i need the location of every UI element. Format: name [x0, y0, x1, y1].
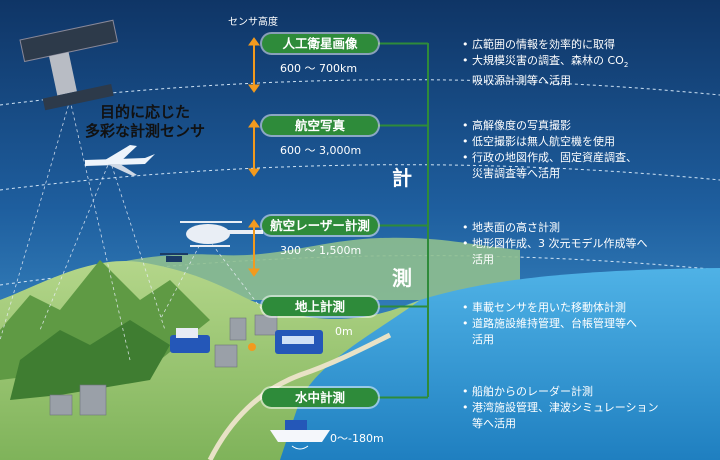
level-label-1: 人工衛星画像 [262, 34, 378, 53]
altitude-range-4: 0m [335, 325, 353, 338]
level-label-2: 航空写真 [262, 116, 378, 135]
side-label-char-2: 測 [392, 266, 412, 290]
description-line: 等へ活用 [472, 417, 516, 430]
description-line: 吸収源計測等へ活用 [472, 74, 571, 88]
description-line: 行政の地図作成、固定資産調査、 [462, 150, 637, 166]
survey-bus-illustration [275, 330, 323, 354]
satellite-illustration [19, 19, 119, 111]
description-line: 低空撮影は無人航空機を使用 [462, 134, 637, 150]
level-label-4: 地上計測 [262, 297, 378, 316]
diagram-caption: 目的に応じた 多彩な計測センサ [85, 103, 205, 141]
description-line: 地形図作成、3 次元モデル作成等へ [462, 236, 648, 252]
survey-car-illustration [170, 328, 210, 353]
description-line: 活用 [472, 333, 494, 346]
altitude-range-3: 300 ～ 1,500m [280, 244, 362, 257]
helicopter-illustration [180, 221, 263, 247]
caption-line-2: 多彩な計測センサ [85, 122, 206, 140]
level-label-3: 航空レーザー計測 [262, 216, 378, 235]
drone-illustration [160, 253, 188, 262]
altitude-arrow-1 [248, 37, 260, 93]
level-label-5: 水中計測 [262, 388, 378, 407]
buildings [49, 314, 278, 416]
description-line: 車載センサを用いた移動体計測 [462, 300, 637, 316]
caption-line-1: 目的に応じた [100, 103, 191, 121]
description-line: 高解像度の写真撮影 [462, 118, 637, 134]
description-line: 港湾施設管理、津波シミュレーション [462, 400, 659, 416]
description-line: 道路施設維持管理、台帳管理等へ [462, 316, 637, 332]
description-line: 大規模災害の調査、森林の CO2 [462, 53, 628, 73]
airplane-illustration [85, 145, 155, 176]
altitude-range-5: 0～-180m [330, 432, 384, 445]
description-line: 地表面の高さ計測 [462, 220, 648, 236]
ground-point-marker [248, 343, 256, 351]
scan-lines [0, 99, 271, 361]
sensor-height-heading: センサ高度 [228, 17, 278, 28]
coastline [207, 332, 392, 460]
altitude-range-1: 600 ～ 700km [280, 62, 358, 75]
boat-illustration [270, 420, 330, 450]
altitude-arrow-2 [248, 119, 260, 177]
altitude-range-2: 600 ～ 3,000m [280, 144, 362, 157]
side-label-char-1: 計 [392, 166, 412, 190]
altitude-arrow-3 [248, 219, 260, 277]
forest [10, 320, 170, 400]
description-line: 活用 [472, 253, 494, 266]
description-line: 災害調査等へ活用 [472, 167, 560, 180]
description-line: 広範囲の情報を効率的に取得 [462, 37, 628, 53]
description-line: 船舶からのレーダー計測 [462, 384, 659, 400]
level-description-2: 高解像度の写真撮影低空撮影は無人航空機を使用行政の地図作成、固定資産調査、災害調… [462, 118, 637, 182]
